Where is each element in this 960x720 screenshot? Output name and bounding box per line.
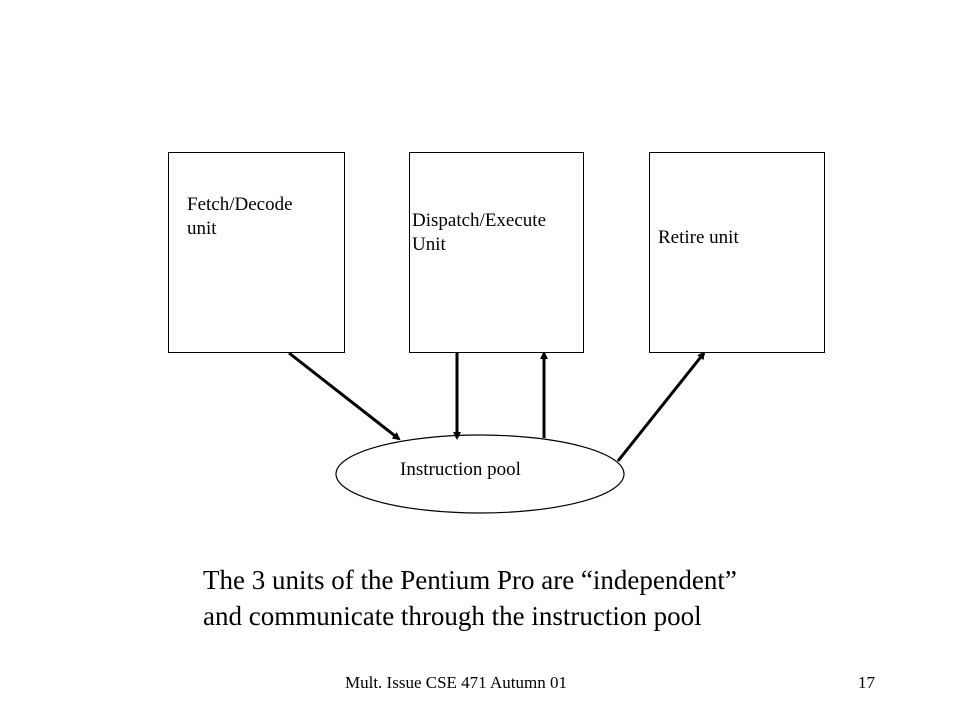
footer-course-label: Mult. Issue CSE 471 Autumn 01 — [345, 673, 567, 692]
retire-line1: Retire unit — [658, 227, 739, 248]
dispatch-execute-unit-box: Dispatch/Execute Unit — [409, 152, 584, 353]
fetch-decode-line1: Fetch/Decode — [187, 194, 293, 215]
slide-caption: The 3 units of the Pentium Pro are “inde… — [203, 562, 737, 634]
caption-line2: and communicate through the instruction … — [203, 601, 702, 631]
caption-line1: The 3 units of the Pentium Pro are “inde… — [203, 565, 737, 595]
instruction-pool-label: Instruction pool — [400, 459, 521, 480]
arrow-pool-to-retire — [616, 351, 706, 462]
dispatch-execute-line1: Dispatch/Execute — [412, 210, 547, 231]
fetch-decode-line2: unit — [187, 218, 217, 239]
dispatch-execute-line2: Unit — [412, 234, 446, 255]
dispatch-execute-unit-label: Dispatch/Execute Unit — [412, 209, 546, 257]
retire-unit-box: Retire unit — [649, 152, 825, 353]
arrow-fetch-to-pool — [288, 351, 401, 441]
footer-page-number: 17 — [858, 673, 875, 692]
instruction-pool-ellipse — [335, 434, 625, 514]
fetch-decode-unit-label: Fetch/Decode unit — [187, 193, 293, 241]
retire-unit-label: Retire unit — [658, 226, 739, 250]
fetch-decode-unit-box: Fetch/Decode unit — [168, 152, 345, 353]
